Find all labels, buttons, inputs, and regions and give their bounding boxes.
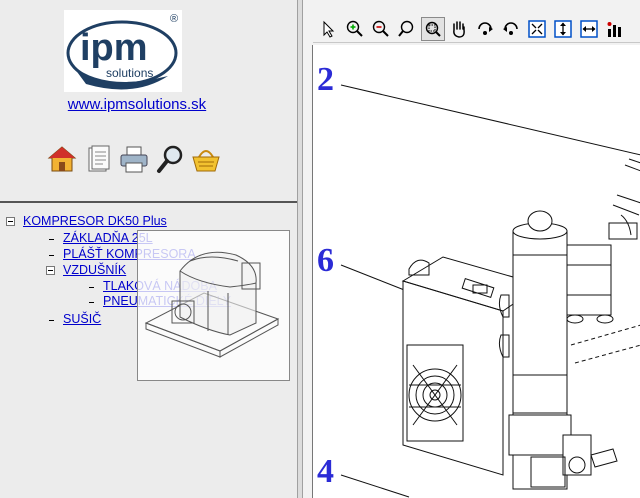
collapse-toggle[interactable] xyxy=(46,266,55,275)
select-arrow-icon[interactable] xyxy=(317,17,341,41)
print-icon[interactable] xyxy=(118,140,150,174)
ipm-solutions-logo: ipm solutions ® xyxy=(64,10,182,92)
drawing-viewer: 2 6 4 xyxy=(303,0,640,498)
left-panel: ipm solutions ® www.ipmsolutions.sk xyxy=(0,0,297,498)
callout-4: 4 xyxy=(317,453,334,490)
magnifier-icon[interactable] xyxy=(395,17,419,41)
tree-branch xyxy=(89,287,94,288)
zoom-area-icon[interactable] xyxy=(421,16,445,41)
panel-divider xyxy=(0,201,297,203)
zoom-out-icon[interactable] xyxy=(369,17,393,41)
tree-branch xyxy=(89,302,94,303)
compressor-exploded-drawing xyxy=(340,84,640,498)
quick-actions xyxy=(46,140,222,176)
svg-text:solutions: solutions xyxy=(106,66,153,80)
hover-preview-thumbnail xyxy=(137,230,290,381)
rotate-left-icon[interactable] xyxy=(473,17,497,41)
pan-hand-icon[interactable] xyxy=(447,17,471,41)
tree-item-label[interactable]: VZDUŠNÍK xyxy=(63,263,127,277)
fit-page-icon[interactable] xyxy=(525,17,549,41)
viewer-toolbar xyxy=(313,15,640,43)
svg-text:ipm: ipm xyxy=(80,27,148,69)
pane-splitter[interactable] xyxy=(297,0,303,498)
tree-branch xyxy=(49,239,54,240)
tree-branch xyxy=(49,320,54,321)
website-link[interactable]: www.ipmsolutions.sk xyxy=(67,96,207,113)
search-icon[interactable] xyxy=(154,140,186,174)
tree-item-label[interactable]: ZÁKLADŇA 25L xyxy=(63,231,153,245)
rotate-right-icon[interactable] xyxy=(499,17,523,41)
tree-item-susic[interactable]: SUŠIČ xyxy=(63,312,101,326)
tree-item-vzdusnik[interactable]: VZDUŠNÍK xyxy=(63,263,126,277)
tree-item-zakladna[interactable]: ZÁKLADŇA 25L xyxy=(63,231,153,245)
tree-item-label[interactable]: SUŠIČ xyxy=(63,312,102,326)
drawing-canvas[interactable]: 2 6 4 xyxy=(312,45,640,498)
svg-text:®: ® xyxy=(170,13,178,25)
callout-6: 6 xyxy=(317,242,334,279)
tree-root-label[interactable]: KOMPRESOR DK50 Plus xyxy=(23,214,167,228)
collapse-toggle[interactable] xyxy=(6,217,15,226)
zoom-in-icon[interactable] xyxy=(343,17,367,41)
tree-root[interactable]: KOMPRESOR DK50 Plus xyxy=(23,214,167,228)
document-icon[interactable] xyxy=(82,140,114,174)
reset-icon[interactable] xyxy=(603,17,627,41)
fit-width-icon[interactable] xyxy=(577,17,601,41)
basket-icon[interactable] xyxy=(190,140,222,174)
callout-2: 2 xyxy=(317,61,334,98)
home-icon[interactable] xyxy=(46,140,78,174)
tree-branch xyxy=(49,255,54,256)
fit-height-icon[interactable] xyxy=(551,17,575,41)
